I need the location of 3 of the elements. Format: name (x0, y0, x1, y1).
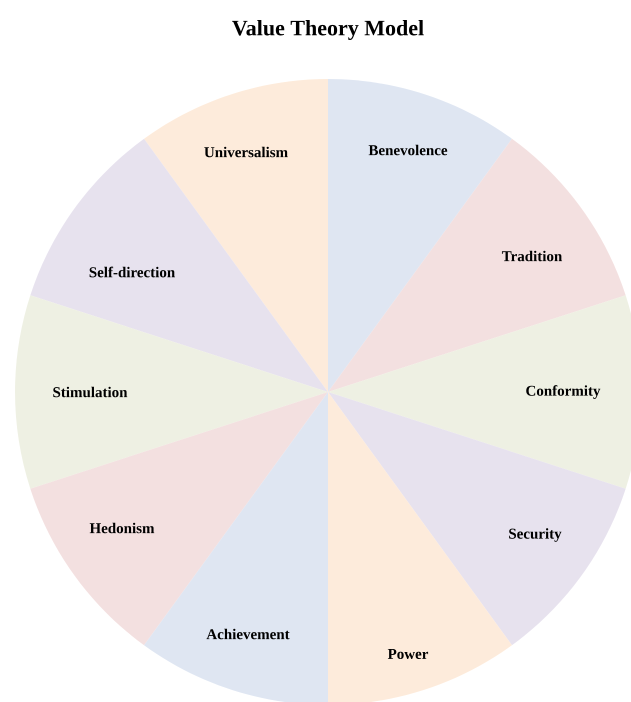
pie-sector: Stimulation (15, 295, 328, 489)
pie-sector: Conformity (328, 295, 631, 489)
title: Value Theory Model (232, 20, 424, 40)
